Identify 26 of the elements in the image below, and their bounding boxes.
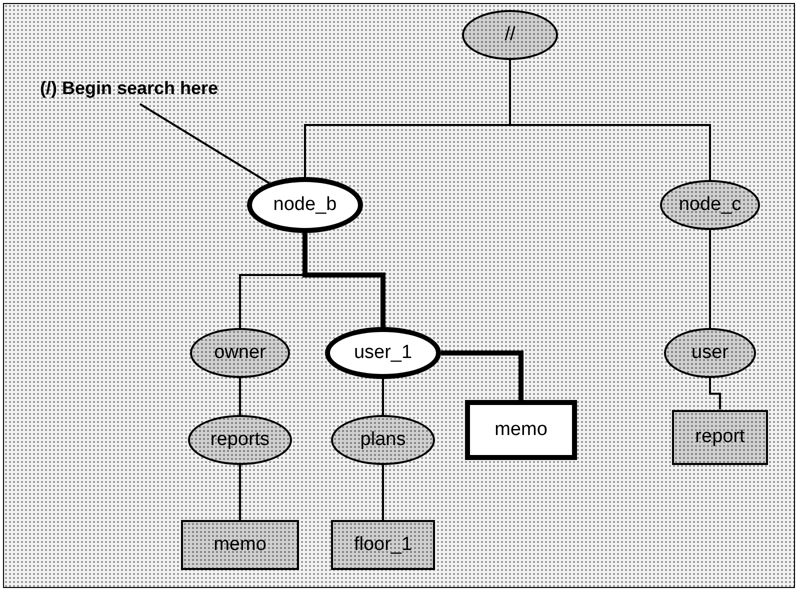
connector-line	[302, 233, 386, 327]
node-label: reports	[210, 429, 270, 451]
node-label: user_1	[354, 342, 412, 364]
rect-node	[181, 520, 299, 570]
connector-line	[382, 379, 384, 415]
node-label: floor_1	[354, 534, 412, 556]
connector-line	[709, 230, 711, 328]
annotation-text: (/) Begin search here	[40, 74, 290, 102]
rect-node	[465, 400, 577, 460]
connector-line	[239, 465, 241, 520]
connector-line	[239, 378, 241, 415]
node-label: plans	[360, 429, 406, 451]
connector-line	[382, 465, 384, 520]
node-label: owner	[214, 342, 266, 364]
connector-line	[441, 350, 524, 400]
rect-node	[672, 410, 768, 464]
node-label: //	[504, 24, 516, 46]
node-label: node_c	[678, 194, 742, 216]
node-label: user	[692, 342, 728, 364]
node-label: node_b	[273, 194, 337, 216]
connector-line	[709, 378, 721, 410]
node-label: memo	[494, 419, 548, 441]
rect-node	[331, 520, 435, 570]
node-label: memo	[214, 534, 266, 556]
connector-line	[509, 60, 711, 180]
node-label: report	[695, 426, 745, 448]
